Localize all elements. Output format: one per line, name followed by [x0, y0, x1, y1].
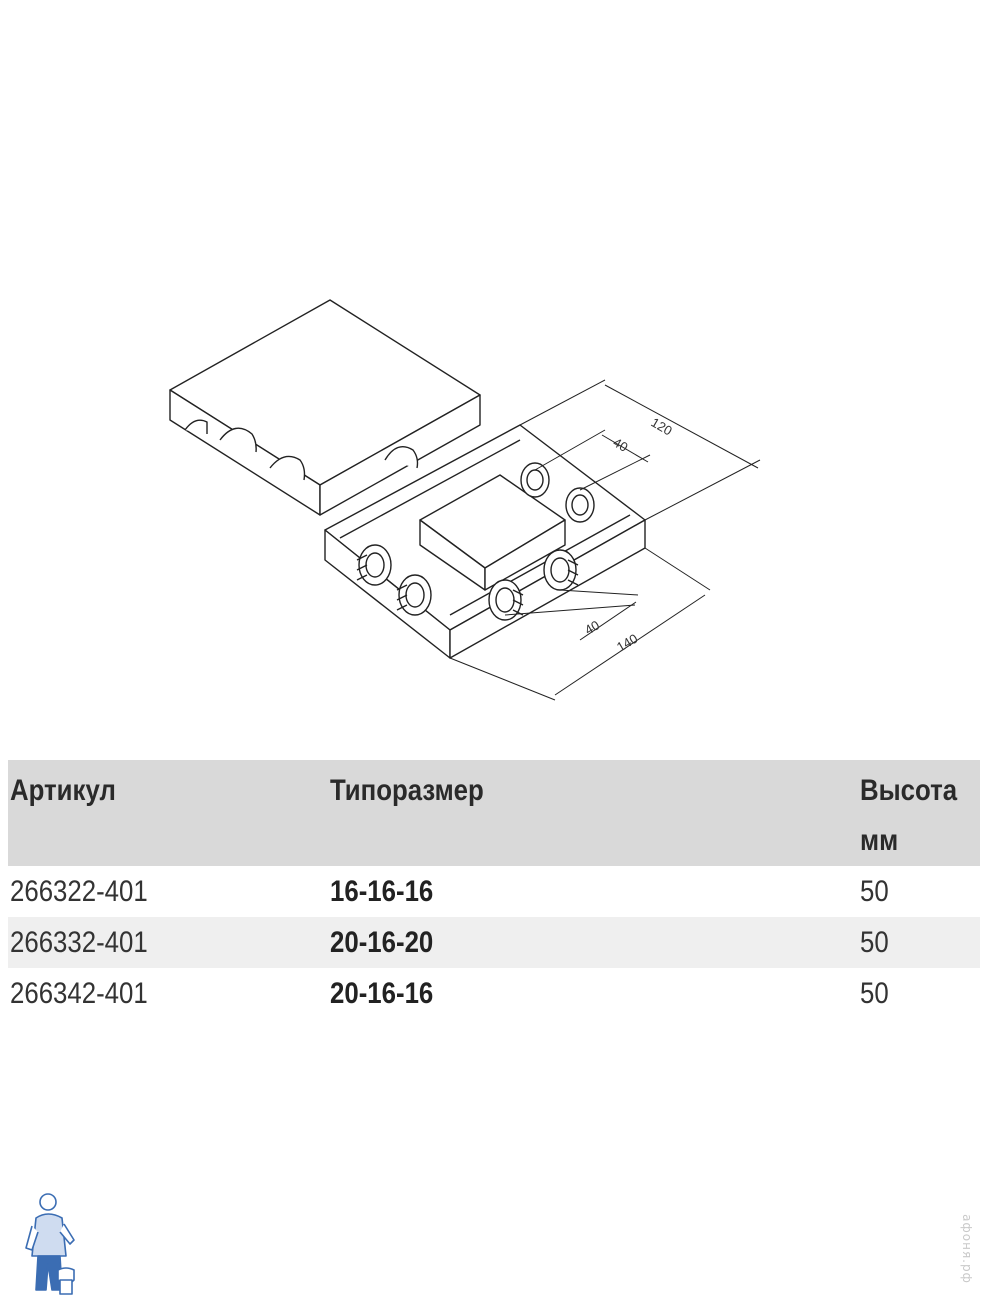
watermark: афоня.рф	[960, 1214, 974, 1284]
header-article: Артикул	[8, 760, 328, 866]
header-height: Высота мм	[858, 760, 980, 866]
table-row: 266322-401 16-16-16 50	[8, 866, 980, 917]
dimension-40-bottom: 40	[582, 617, 602, 637]
cell-size: 16-16-16	[330, 875, 434, 908]
table-row: 266342-401 20-16-16 50	[8, 968, 980, 1019]
cell-article: 266342-401	[10, 977, 148, 1010]
cell-article: 266322-401	[10, 875, 148, 908]
dimension-lines	[449, 379, 761, 701]
dimension-120: 120	[649, 415, 675, 439]
cell-size: 20-16-20	[328, 917, 858, 968]
header-size: Типоразмер	[328, 760, 858, 866]
table-row: 266332-401 20-16-20 50	[8, 917, 980, 968]
lid-cover	[169, 299, 481, 516]
dimension-40-top: 40	[611, 435, 631, 455]
cell-height: 50	[860, 977, 889, 1010]
spec-table: Артикул Типоразмер Высота мм 266322-401 …	[8, 760, 980, 1019]
manifold-drawing: 120 40 40 140	[169, 299, 761, 701]
manifold-body	[419, 474, 566, 591]
cell-height: 50	[858, 917, 980, 968]
port-fittings	[356, 462, 595, 621]
cell-article: 266332-401	[8, 917, 328, 968]
plumber-mascot-logo	[25, 1193, 75, 1295]
dimension-140: 140	[614, 631, 640, 655]
cell-height: 50	[860, 875, 889, 908]
cell-size: 20-16-16	[330, 977, 434, 1010]
table-header-row: Артикул Типоразмер Высота мм	[8, 760, 980, 866]
